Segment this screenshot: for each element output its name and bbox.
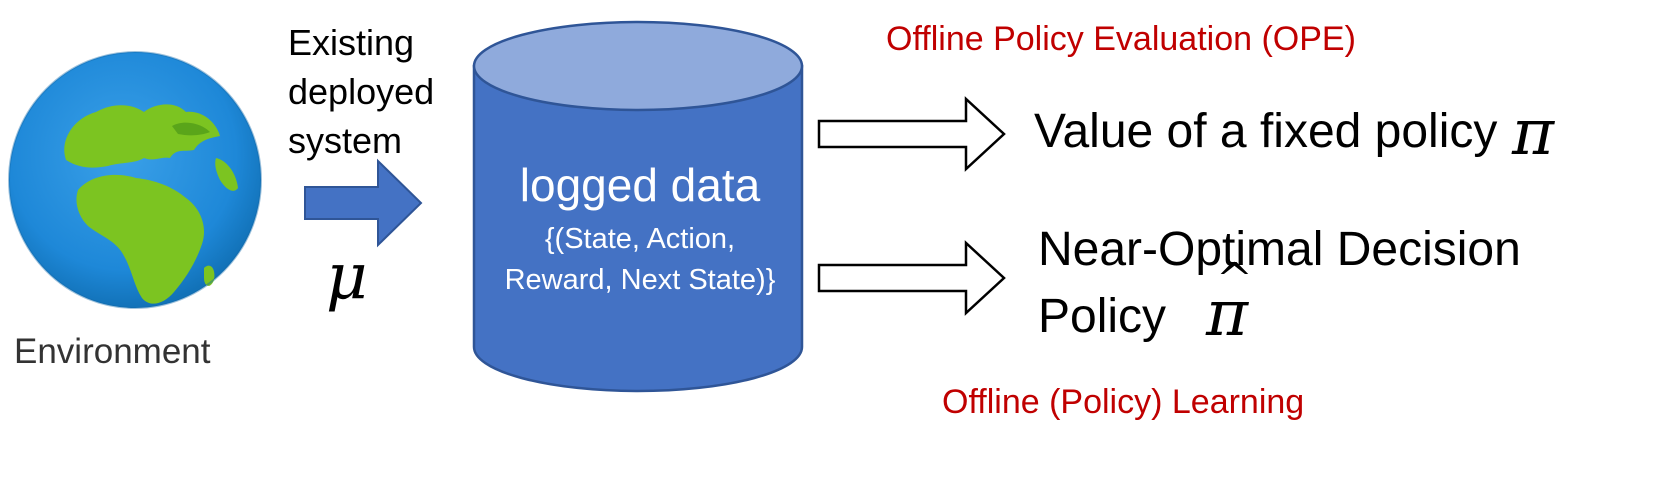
learning-label: Offline (Policy) Learning [942, 383, 1305, 421]
system-line-2: deployed [288, 71, 435, 112]
system-line-1: Existing [288, 22, 415, 63]
ope-label: Offline Policy Evaluation (OPE) [886, 20, 1356, 58]
database-cylinder [472, 20, 804, 393]
database-tuple-line-2: Reward, Next State)} [504, 264, 776, 296]
behavior-arrow [304, 158, 423, 248]
globe-icon [8, 51, 262, 309]
near-optimal-line-1: Near-Optimal Decision [1038, 223, 1521, 276]
value-text: Value of a fixed policy [1034, 105, 1498, 158]
learned-policy-pi: π [1206, 277, 1249, 351]
learned-policy-hat: ^ [1216, 254, 1253, 305]
near-optimal-line-2: Policy [1038, 290, 1167, 343]
fixed-policy-symbol: π [1512, 96, 1555, 170]
system-line-3: system [288, 120, 403, 161]
database-tuple-line-1: {(State, Action, [544, 223, 736, 255]
system-label: Existing deployed system [288, 18, 434, 165]
behavior-policy-symbol: μ [326, 240, 368, 314]
ope-arrow [817, 96, 1006, 172]
learning-arrow [817, 240, 1006, 316]
learned-policy-symbol: ^ π [1206, 254, 1253, 346]
environment-label: Environment [14, 332, 211, 371]
database-title: logged data [519, 159, 761, 211]
